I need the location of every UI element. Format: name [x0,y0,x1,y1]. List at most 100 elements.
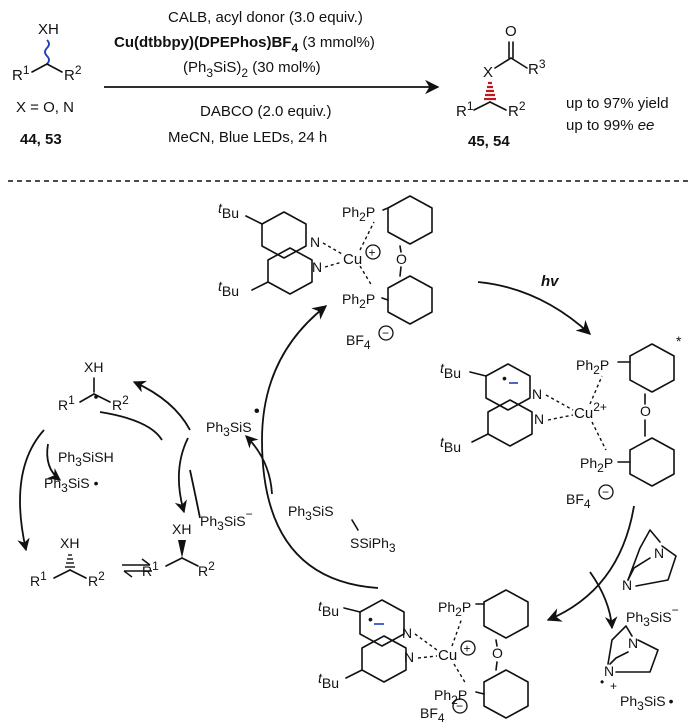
turnover-arrow [261,305,379,589]
substrate-x-definition: X = O, N [16,99,74,116]
phenyl-ring [483,669,529,719]
tbu-label: tBu [218,278,239,299]
hashed-bond [65,554,75,568]
radical-dot [94,395,98,399]
hat-branch-arrow [46,443,62,481]
bond [635,545,677,587]
bond [475,691,485,695]
bond [399,266,402,277]
quencher-arrow [589,571,618,630]
pyridine-ring [361,635,407,683]
bf4-label: BF4 [346,332,371,352]
equilibrium-arrows [122,558,152,578]
bond [351,519,359,531]
cu1-complex-top: tBu tBu N N Cu + Ph2P Ph2P O BF4 − [218,195,433,352]
plus-sign: + [610,679,617,693]
pyridine-ring [487,399,533,447]
minus-charge-icon [598,484,614,500]
radical-dot: • [368,611,373,627]
disulfide: Ph3SiS SSiPh3 [288,503,396,555]
bond [69,569,87,579]
cu1-complex-bottom: tBu • tBu N N Cu + Ph2P Ph2P O BF4 − [318,589,529,722]
substrate: XH R1 R2 X = O, N 44, 53 [12,21,82,148]
minus-charge-icon [378,325,394,341]
cu-label: Cu [343,251,362,268]
bond [345,669,363,679]
bond [627,529,661,581]
pyridine-ring [261,211,307,259]
radical-intermediate: XH R1 R2 [58,359,129,413]
condition-line-3: (Ph3SiS)2 (30 mol%) [183,59,321,80]
bond [31,63,48,73]
bond [510,57,528,69]
oxygen-label: O [396,251,407,267]
coordination-bond [453,663,467,685]
r1-label: R1 [142,559,159,579]
plus-charge-icon [460,640,476,656]
tbu-label: tBu [318,598,339,619]
bond [469,371,487,377]
bond [382,207,389,211]
hashed-stereo-bond [484,81,496,101]
bond [251,281,269,291]
hat-return-arrow [189,469,201,519]
ph2p-label: Ph2P [580,455,613,475]
bf4-label: BF4 [420,705,445,722]
excited-cu-complex: tBu • tBu N N Cu2+ Ph2P Ph2P * O BF4 − [440,333,682,511]
bond [494,57,512,69]
ph2p-label: Ph2P [342,291,375,311]
ph2p-label: Ph2P [434,687,467,707]
hat-arrow-top [132,380,191,431]
bf4-label: BF4 [566,491,591,511]
disulfide-left: Ph3SiS [288,503,334,523]
n-label: N [532,386,542,402]
n-label: N [654,545,664,561]
thiyl-radical-label: Ph3SiS [206,419,252,439]
product-r2: R2 [508,99,526,120]
coordination-bond [451,617,463,647]
condition-line-4: DABCO (2.0 equiv.) [200,103,331,120]
ph2p-label: Ph2P [438,599,471,619]
bond [399,245,402,253]
bond [615,639,659,673]
hat-arrow-left [17,429,45,552]
condition-line-5: MeCN, Blue LEDs, 24 h [168,129,327,146]
substrate-r1: R1 [12,63,30,84]
oxygen-label: O [492,645,503,661]
minus-sign: − [382,326,389,340]
photoexcitation-arrow [477,281,592,335]
condition-line-1: CALB, acyl donor (3.0 equiv.) [168,9,363,26]
condition-line-2: Cu(dtbbpy)(DPEPhos)BF4 (3 mmol%) [114,34,375,55]
bond [489,101,507,111]
coordination-bond [591,421,607,451]
bond [181,557,199,567]
tbu-label: tBu [318,670,339,691]
bond [343,607,361,613]
bond [381,297,389,301]
oxygen-label: O [640,403,651,419]
reduction-arrow [546,505,635,622]
coordination-bond [359,221,375,251]
plus-sign: + [464,642,471,656]
bond [79,393,95,403]
radical-dot: • [600,675,604,689]
minus-sign: − [602,485,609,499]
coordination-bond [322,242,343,255]
reaction-conditions: CALB, acyl donor (3.0 equiv.) Cu(dtbbpy)… [104,9,440,146]
dabco-radical-cation: N N • + [600,625,659,693]
phenyl-ring [629,343,675,393]
bond [53,569,71,579]
phenyl-ring [629,437,675,487]
bond [46,63,63,73]
enantiomer-left: XH R1 R2 [30,535,105,589]
tbu-label: tBu [440,360,461,381]
radical-dot: • [502,370,507,386]
n-label: N [404,649,414,665]
n-label: N [310,234,320,250]
bond [471,433,489,443]
substrate-xh-label: XH [38,21,59,38]
thiyl-radical-label: Ph3SiS• [44,475,99,495]
xh-label: XH [60,535,79,551]
coordination-bond [414,633,438,651]
thiolate-label: Ph3SiS− [200,507,253,533]
